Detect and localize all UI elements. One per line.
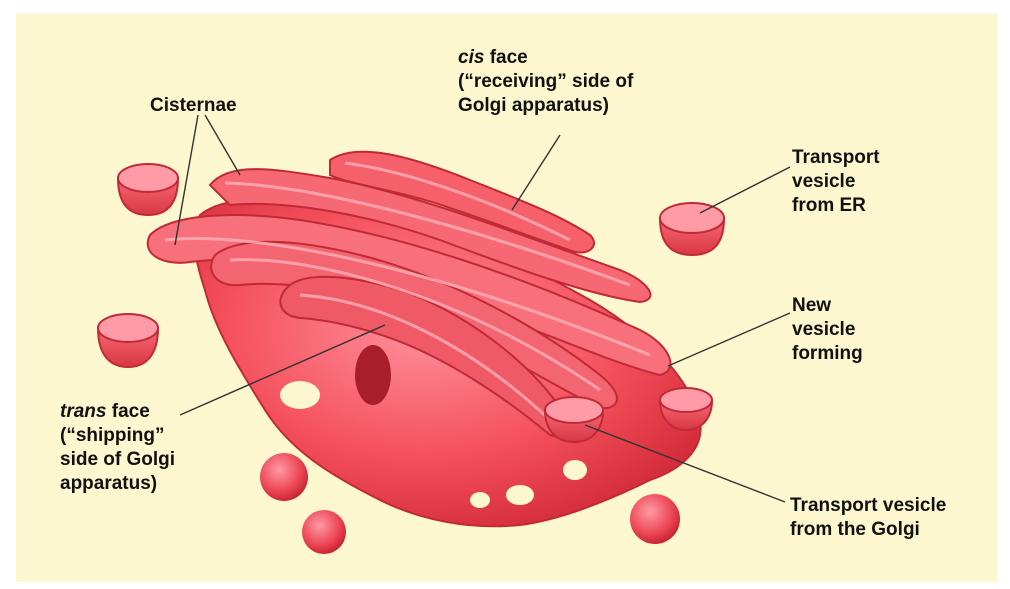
label-cisternae-text: Cisternae [150, 94, 237, 118]
label-transport-vesicle-er-line3: from ER [792, 194, 880, 218]
vesicle-cup-left [98, 314, 158, 367]
label-trans-face-line2: (“shipping” [60, 424, 175, 448]
label-new-vesicle-line1: New [792, 294, 863, 318]
label-transport-vesicle-er: Transport vesicle from ER [792, 146, 880, 218]
vesicle-sphere [260, 453, 308, 501]
fenestration-hole [506, 485, 534, 505]
vesicle-cup-top-left [118, 164, 178, 215]
label-transport-vesicle-er-line2: vesicle [792, 170, 880, 194]
vesicle-sphere [302, 510, 346, 554]
label-trans-face-italic: trans [60, 401, 106, 422]
label-cisternae: Cisternae [150, 94, 237, 118]
label-trans-face-line4: apparatus) [60, 472, 175, 496]
label-transport-vesicle-er-line1: Transport [792, 146, 880, 170]
label-trans-face: trans face (“shipping” side of Golgi app… [60, 400, 175, 496]
label-new-vesicle: New vesicle forming [792, 294, 863, 366]
vesicle-cup-right [660, 388, 712, 430]
label-cis-face-line3: Golgi apparatus) [458, 94, 633, 118]
vesicle-sphere [630, 494, 680, 544]
vesicle-cup-from-er [660, 203, 724, 255]
label-transport-vesicle-golgi-line1: Transport vesicle [790, 494, 946, 518]
label-cis-face-rest: face [484, 47, 527, 68]
label-cis-face: cis face (“receiving” side of Golgi appa… [458, 46, 633, 118]
label-trans-face-line3: side of Golgi [60, 448, 175, 472]
label-cis-face-line2: (“receiving” side of [458, 70, 633, 94]
label-trans-face-rest: face [106, 401, 149, 422]
fenestration-hole [470, 492, 490, 508]
label-cis-face-italic: cis [458, 47, 484, 68]
fenestration-hole [280, 381, 320, 409]
label-new-vesicle-line3: forming [792, 342, 863, 366]
fenestration-hole [355, 345, 391, 405]
label-transport-vesicle-golgi: Transport vesicle from the Golgi [790, 494, 946, 542]
fenestration-hole [563, 460, 587, 480]
label-transport-vesicle-golgi-line2: from the Golgi [790, 518, 946, 542]
label-cis-face-line1: cis face [458, 46, 633, 70]
label-new-vesicle-line2: vesicle [792, 318, 863, 342]
vesicle-cup-golgi [545, 397, 603, 442]
label-trans-face-line1: trans face [60, 400, 175, 424]
